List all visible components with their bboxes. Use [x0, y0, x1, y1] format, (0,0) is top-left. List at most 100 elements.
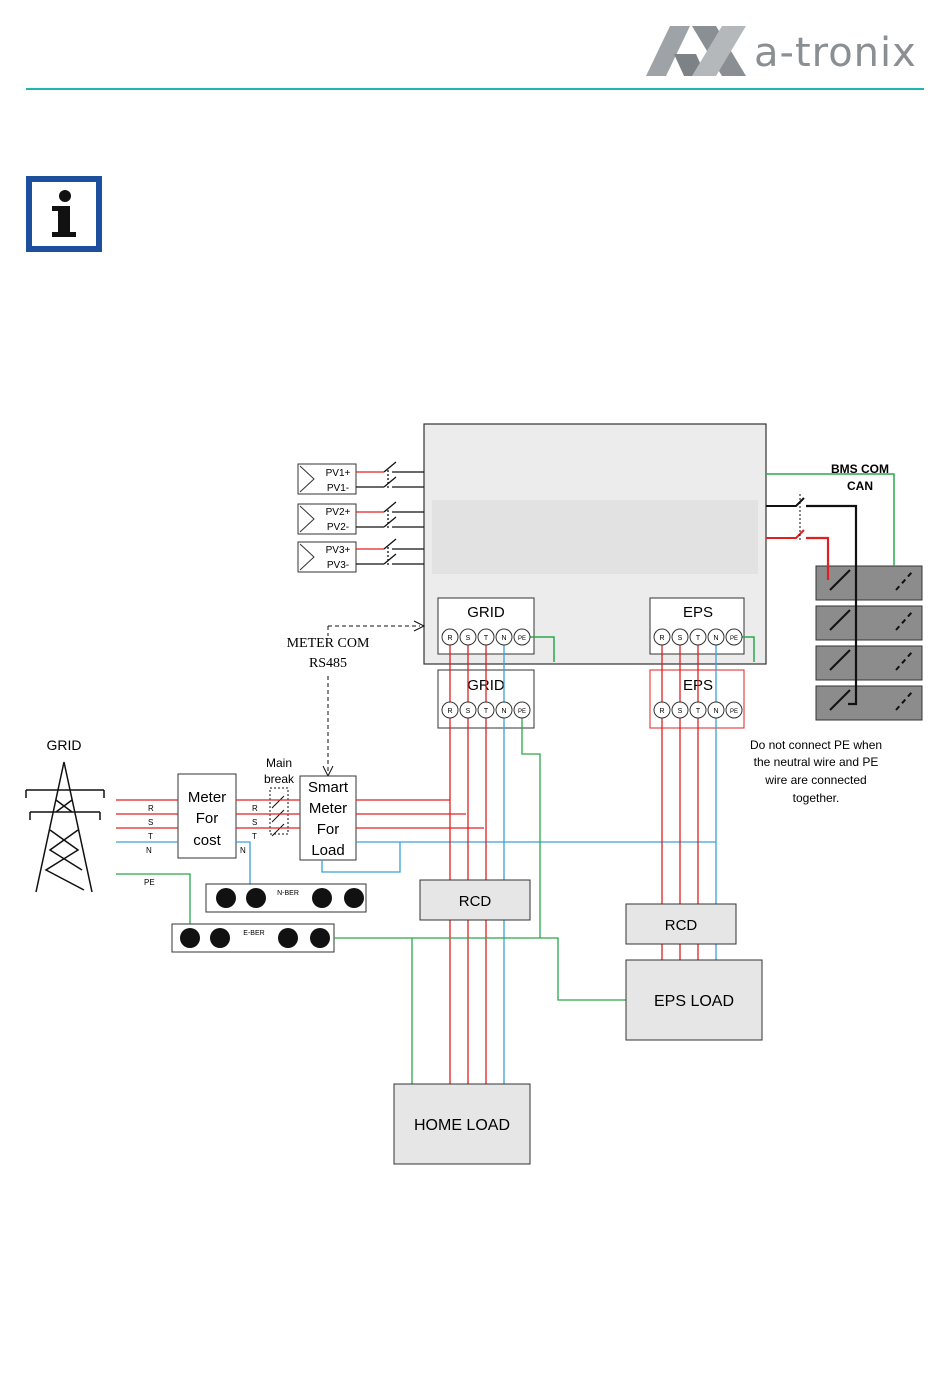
- main-break-switch: [271, 795, 285, 837]
- pv2-input: PV2+ PV2-: [297, 503, 357, 535]
- phase-n-label: N: [146, 846, 152, 855]
- n-ber-bar: N-BER: [205, 883, 367, 913]
- meter-for-cost-box: [177, 773, 237, 859]
- inverter-grid-terminal-label: PE: [518, 636, 526, 642]
- pv2-minus-label: PV2-: [327, 522, 349, 533]
- grid-pe-wire-inner: [522, 636, 555, 662]
- eps-connector-terminal-label: R: [659, 708, 664, 715]
- home-load-box: [393, 1083, 531, 1165]
- inverter-display-band: [432, 500, 758, 574]
- grid-connector-terminal-label: R: [447, 708, 452, 715]
- breaker-r-label: R: [252, 804, 258, 813]
- meter-com-line: [327, 625, 420, 772]
- phase-s-label: S: [148, 818, 153, 827]
- pv3-input: PV3+ PV3-: [297, 541, 357, 573]
- inverter-eps-terminal-n: [707, 628, 725, 646]
- eps-connector-terminal-pe: [725, 701, 743, 719]
- meter-com-label: METER COM: [287, 636, 370, 651]
- inverter-eps-terminal-pe: [725, 628, 743, 646]
- smart-meter-line1: Smart: [308, 779, 349, 796]
- main-break-line1: Main: [266, 756, 292, 770]
- pv1-plus-label: PV1+: [326, 468, 351, 479]
- inverter-grid-terminal-r: [441, 628, 459, 646]
- main-break-box: [269, 787, 289, 835]
- eps-connector-terminal-r: [653, 701, 671, 719]
- rs485-label: RS485: [309, 656, 347, 671]
- pe-note-line1: Do not connect PE when: [750, 738, 882, 752]
- inverter-eps-terminal-label: S: [678, 635, 683, 642]
- grid-connector-terminal-pe: [513, 701, 531, 719]
- eps-connector-terminal-label: PE: [730, 709, 738, 715]
- phase-r-label: R: [148, 804, 154, 813]
- inverter-grid-terminal-s: [459, 628, 477, 646]
- breaker-t-label: T: [252, 832, 257, 841]
- info-icon: [26, 176, 102, 252]
- pv-wiring: [356, 461, 424, 567]
- meter-for-cost-line2: For: [196, 810, 219, 827]
- inverter-grid-terminal-label: S: [466, 635, 471, 642]
- phase-pe-label: PE: [144, 878, 155, 887]
- inverter-grid-label: GRID: [467, 604, 505, 621]
- eps-connector-terminal-n: [707, 701, 725, 719]
- eps-connector-terminal-label: T: [696, 708, 701, 715]
- eps-connector-terminal-s: [671, 701, 689, 719]
- eps-connector-terminal-t: [689, 701, 707, 719]
- brand-name: a-tronix: [754, 30, 917, 76]
- breaker-s-label: S: [252, 818, 257, 827]
- meter-for-cost-line1: Meter: [188, 789, 226, 806]
- grid-connector-terminal-r: [441, 701, 459, 719]
- battery-wiring: [766, 473, 895, 706]
- grid-connector-terminal-label: T: [484, 708, 489, 715]
- pe-note-line3: wire are connected: [764, 773, 866, 787]
- pv3-minus-label: PV3-: [327, 560, 349, 571]
- smart-meter-line2: Meter: [309, 800, 347, 817]
- brand-logo: a-tronix: [646, 24, 926, 80]
- pv1-minus-label: PV1-: [327, 483, 349, 494]
- rcd-grid-box: [419, 879, 531, 921]
- grid-connector-terminal-label: S: [466, 708, 471, 715]
- inverter-grid-terminal-t: [477, 628, 495, 646]
- inverter-grid-terminal-label: R: [447, 635, 452, 642]
- smart-meter-box: [299, 775, 357, 861]
- eps-connector-terminal-label: S: [678, 708, 683, 715]
- grid-connector-terminal-n: [495, 701, 513, 719]
- grid-source-label: GRID: [47, 737, 82, 753]
- pv1-input: PV1+ PV1-: [297, 463, 357, 495]
- ax-logo-mark-icon: [646, 26, 746, 76]
- pv3-plus-label: PV3+: [326, 545, 351, 556]
- header-rule: [26, 88, 924, 90]
- eps-load-box: [625, 959, 763, 1041]
- e-ber-label: E-BER: [243, 930, 264, 937]
- pe-note-line2: the neutral wire and PE: [754, 755, 879, 769]
- inverter-eps-terminal-t: [689, 628, 707, 646]
- inverter-eps-label: EPS: [683, 604, 713, 621]
- main-break-line2: break: [264, 772, 295, 786]
- n-ber-label: N-BER: [277, 890, 299, 897]
- pv2-plus-label: PV2+: [326, 507, 351, 518]
- can-label: CAN: [847, 479, 873, 493]
- meter-for-cost-line3: cost: [193, 832, 221, 849]
- home-load-label: HOME LOAD: [414, 1117, 510, 1134]
- inverter-eps-terminal-r: [653, 628, 671, 646]
- inverter-eps-terminal-label: PE: [730, 636, 738, 642]
- inverter-grid-terminal-label: T: [484, 635, 489, 642]
- inverter-eps-terminal-s: [671, 628, 689, 646]
- smart-meter-line3: For: [317, 821, 340, 838]
- eps-load-label: EPS LOAD: [654, 993, 734, 1010]
- inverter-eps-terminal-label: T: [696, 635, 701, 642]
- pe-note-line4: together.: [793, 791, 840, 805]
- rcd-grid-label: RCD: [459, 893, 492, 910]
- inverter-grid-terminal-pe: [513, 628, 531, 646]
- bms-com-label: BMS COM: [831, 462, 889, 476]
- rcd-eps-box: [625, 903, 737, 945]
- grid-connector-terminal-s: [459, 701, 477, 719]
- grid-connector-terminal-label: N: [501, 708, 506, 715]
- inverter-eps-terminal-label: N: [713, 635, 718, 642]
- eps-pe-wire: [742, 636, 755, 662]
- grid-connector-terminal-label: PE: [518, 709, 526, 715]
- grid-connector-terminal-t: [477, 701, 495, 719]
- battery-stack: [815, 565, 923, 721]
- phase-t-label: T: [148, 832, 153, 841]
